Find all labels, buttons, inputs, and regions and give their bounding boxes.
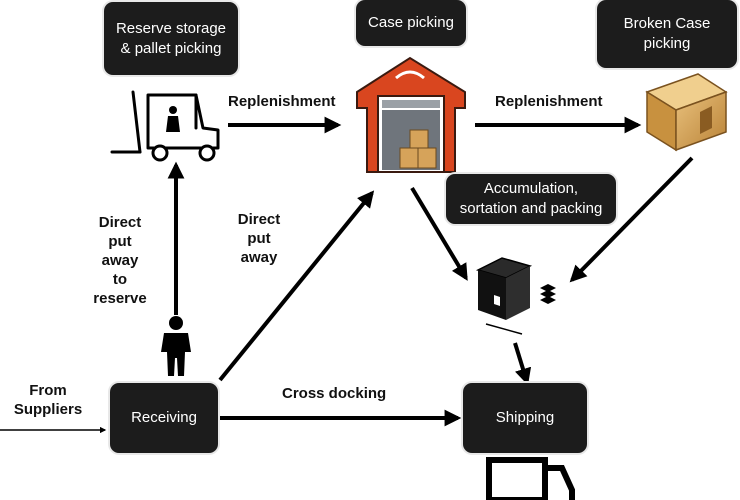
arrows — [0, 116, 694, 434]
arrow-case-picking-to-package — [410, 186, 468, 281]
label-direct-put-away: Direct put away — [237, 211, 281, 266]
label-direct-put-away-reserve: Direct put away to reserve — [93, 214, 147, 307]
node-shipping: Shipping — [463, 383, 587, 453]
truck-icon — [486, 457, 575, 500]
arrow-broken-case-to-package — [569, 156, 694, 283]
label-from-suppliers: From Suppliers — [13, 382, 83, 418]
node-broken-case-picking-label: Broken Case picking — [623, 15, 711, 52]
arrow-receiving-to-case-picking — [218, 190, 375, 382]
person-icon — [161, 316, 191, 376]
node-reserve-storage: Reserve storage & pallet picking — [104, 2, 238, 75]
label-cross-docking: Cross docking — [282, 385, 387, 402]
node-accumulation: Accumulation, sortation and packing — [446, 174, 616, 224]
label-replenishment-right: Replenishment — [495, 93, 603, 110]
node-receiving: Receiving — [110, 383, 218, 453]
arrow-package-to-shipping — [513, 342, 532, 386]
package-stack-icon — [475, 257, 556, 335]
forklift-icon — [110, 90, 220, 162]
node-shipping-label: Shipping — [495, 409, 555, 426]
node-case-picking: Case picking — [356, 0, 466, 46]
warehouse-icon — [356, 56, 466, 173]
node-accumulation-label: Accumulation, sortation and packing — [459, 180, 603, 217]
node-broken-case-picking: Broken Case picking — [597, 0, 737, 68]
node-reserve-storage-label: Reserve storage & pallet picking — [115, 19, 227, 57]
label-replenishment-left: Replenishment — [228, 93, 336, 110]
node-case-picking-label: Case picking — [368, 14, 454, 31]
cardboard-box-icon — [645, 73, 728, 152]
node-receiving-label: Receiving — [131, 409, 197, 426]
